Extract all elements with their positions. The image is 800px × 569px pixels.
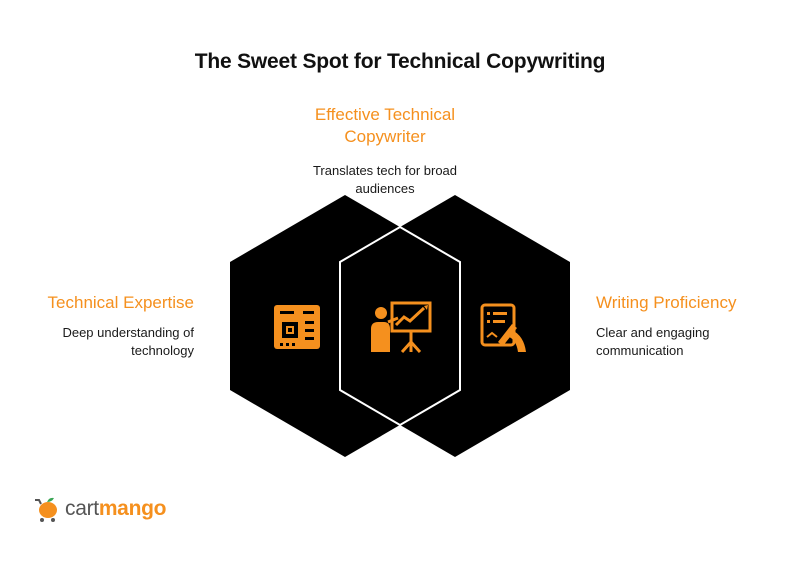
right-description: Clear and engaging communication bbox=[596, 325, 710, 358]
right-heading: Writing Proficiency bbox=[596, 293, 737, 312]
document-writing-icon bbox=[480, 303, 526, 352]
page-title: The Sweet Spot for Technical Copywriting bbox=[194, 50, 606, 73]
left-section: Technical Expertise Deep understanding o… bbox=[10, 292, 194, 360]
left-description: Deep understanding of technology bbox=[62, 325, 194, 358]
center-section: Effective Technical Copywriter Translate… bbox=[290, 104, 480, 198]
intersection-outline bbox=[339, 225, 461, 427]
right-hexagon bbox=[340, 195, 570, 457]
logo-text-cart: cart bbox=[65, 497, 99, 520]
center-heading: Effective Technical Copywriter bbox=[314, 105, 456, 146]
mango-cart-icon bbox=[35, 497, 57, 522]
left-heading: Technical Expertise bbox=[47, 293, 194, 312]
circuit-board-icon bbox=[274, 305, 320, 349]
presentation-chart-icon bbox=[371, 301, 432, 354]
right-section: Writing Proficiency Clear and engaging c… bbox=[596, 292, 796, 360]
center-description: Translates tech for broad audiences bbox=[312, 163, 458, 196]
brand-logo: cartmango bbox=[33, 494, 166, 524]
logo-text-mango: mango bbox=[98, 497, 167, 520]
